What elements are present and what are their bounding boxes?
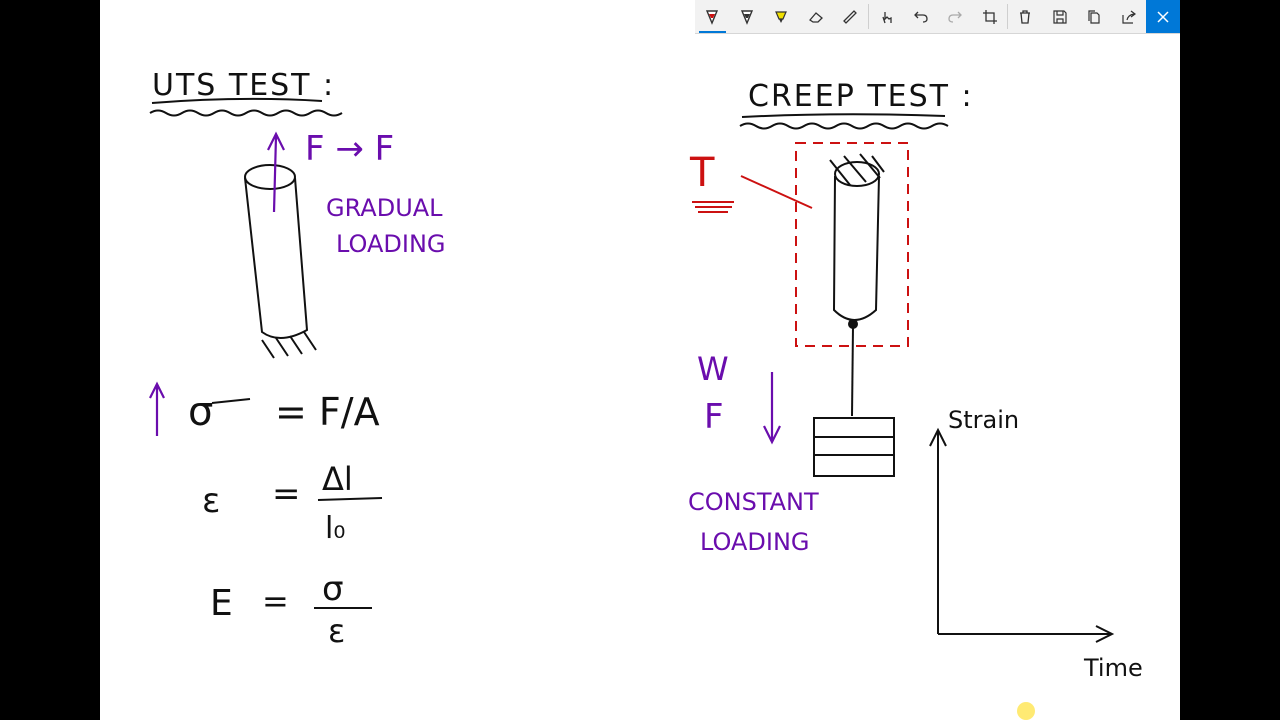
delete-icon — [1020, 9, 1031, 24]
toolbar-separator — [867, 4, 869, 29]
eq3-equals: = — [262, 582, 289, 620]
share-icon — [1122, 10, 1136, 24]
ruler-icon — [843, 9, 858, 24]
pencil-icon — [740, 9, 753, 25]
whiteboard-canvas[interactable]: UTS TEST : F → F GRADUAL LOADING σ = F/A… — [100, 0, 1180, 720]
undo-button[interactable] — [903, 0, 938, 33]
crop-button[interactable] — [972, 0, 1007, 33]
touch-writing-button[interactable] — [869, 0, 904, 33]
creep-loading-line1: CONSTANT — [688, 488, 819, 516]
ballpoint-pen-button[interactable] — [695, 0, 730, 33]
toolbar-separator — [1006, 4, 1008, 29]
creep-specimen — [813, 153, 895, 477]
graph-x-label: Time — [1083, 654, 1143, 682]
creep-heading: CREEP TEST : — [748, 79, 974, 114]
save-icon — [1053, 9, 1067, 24]
uts-loading-line2: LOADING — [336, 230, 446, 258]
creep-force-label: F — [704, 397, 724, 437]
highlighter-button[interactable] — [764, 0, 799, 33]
eq2-denominator: l₀ — [325, 511, 345, 546]
uts-specimen — [244, 164, 317, 359]
pencil-button[interactable] — [730, 0, 765, 33]
eq3-lhs: E — [210, 583, 233, 624]
ruler-button[interactable] — [833, 0, 868, 33]
creep-loading-line2: LOADING — [700, 528, 810, 556]
temperature-marks — [692, 175, 813, 213]
ink-layer: UTS TEST : F → F GRADUAL LOADING σ = F/A… — [149, 68, 1143, 682]
copy-icon — [1088, 9, 1100, 24]
uts-heading-underline — [149, 97, 343, 117]
weight-label: W — [697, 350, 729, 388]
copy-button[interactable] — [1077, 0, 1112, 33]
eq2-equals: = — [272, 474, 301, 514]
uts-heading: UTS TEST : — [152, 68, 335, 103]
creep-heading-underline — [739, 113, 949, 130]
close-button[interactable] — [1146, 0, 1181, 33]
uts-section: UTS TEST : F → F GRADUAL LOADING σ = F/A… — [149, 68, 446, 650]
temperature-label: T — [689, 150, 715, 196]
furnace-boundary — [795, 142, 909, 347]
redo-button[interactable] — [938, 0, 973, 33]
graph-y-label: Strain — [948, 406, 1019, 434]
eq2-lhs: ε — [202, 481, 220, 521]
uts-force-arrow — [267, 131, 285, 213]
eq1-lhs: σ — [188, 389, 213, 435]
ink-toolbar — [695, 0, 1181, 34]
eq1-sigma-tail — [211, 398, 251, 404]
eraser-button[interactable] — [799, 0, 834, 33]
creep-down-arrow — [763, 372, 781, 445]
eraser-icon — [808, 11, 823, 23]
save-button[interactable] — [1042, 0, 1077, 33]
touch-writing-icon — [882, 11, 892, 23]
mouse-highlight — [1017, 702, 1035, 720]
eq2-numerator: Δl — [322, 460, 353, 498]
share-button[interactable] — [1112, 0, 1147, 33]
eq2-fraction-bar — [317, 497, 383, 501]
close-icon — [1157, 10, 1169, 23]
highlighter-icon — [775, 10, 788, 23]
ballpoint-pen-icon — [706, 9, 719, 25]
stress-up-arrow — [149, 381, 165, 436]
creep-section: CREEP TEST : T W F CONSTANT LOADING — [688, 79, 1143, 682]
uts-loading-line1: GRADUAL — [326, 194, 443, 222]
eq3-denominator: ε — [328, 612, 345, 650]
eq3-numerator: σ — [322, 569, 344, 609]
delete-button[interactable] — [1008, 0, 1043, 33]
strain-time-axes — [929, 427, 1115, 643]
undo-icon — [913, 11, 928, 23]
redo-icon — [948, 11, 963, 23]
uts-force-label: F → F — [305, 129, 394, 169]
eq1-rhs: = F/A — [275, 390, 380, 434]
crop-icon — [982, 9, 997, 24]
